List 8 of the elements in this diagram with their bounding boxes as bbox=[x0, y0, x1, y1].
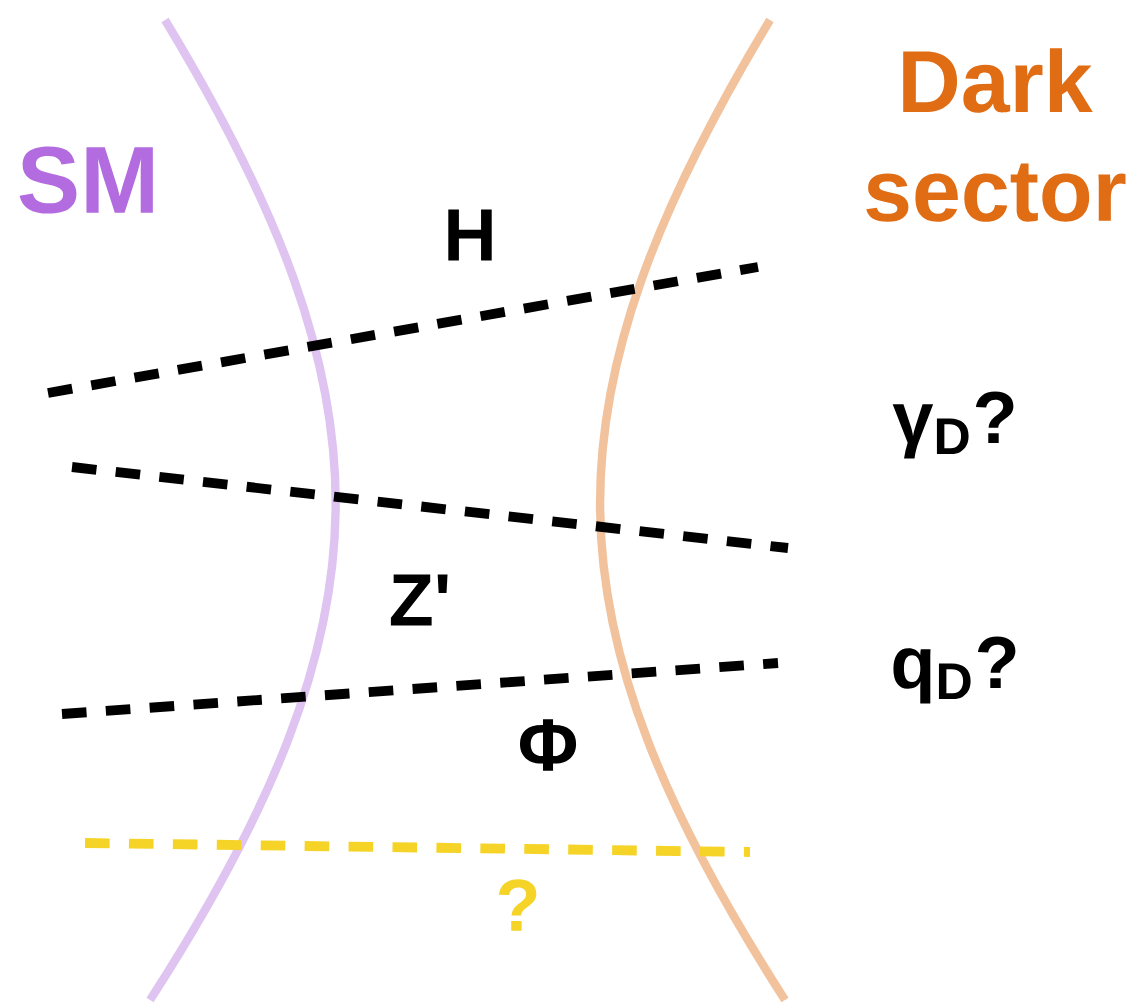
particle-label: ? bbox=[498, 879, 537, 931]
sector-label: Dark sector bbox=[866, 48, 1126, 222]
particle-label: γ$_{D}$? bbox=[892, 391, 1014, 459]
particle-label: Φ bbox=[520, 719, 577, 771]
particle-label: q$_{D}$? bbox=[893, 636, 1016, 704]
particle-label: H bbox=[448, 209, 492, 261]
sector-label: SM bbox=[19, 146, 153, 214]
particle-label: Z' bbox=[390, 574, 448, 626]
